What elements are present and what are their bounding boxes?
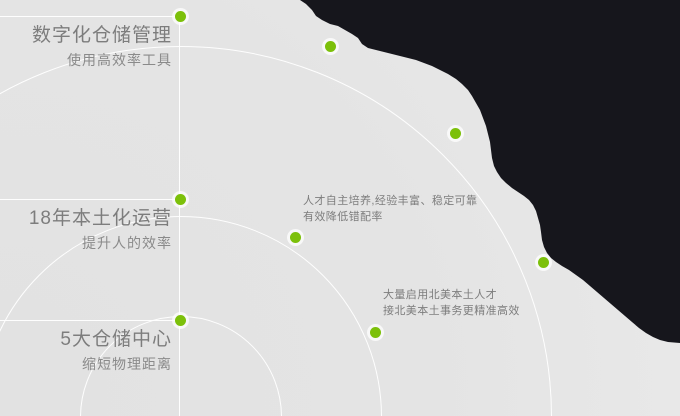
node-arc3-right[interactable]: [537, 256, 549, 268]
node-top-axis[interactable]: [174, 10, 186, 22]
divider-line-top: [0, 16, 180, 17]
node-arc2-low[interactable]: [369, 326, 381, 338]
stat-subtitle: 提升人的效率: [82, 235, 172, 251]
note-line-2: 有效降低错配率: [303, 211, 383, 223]
node-mid-axis[interactable]: [174, 193, 186, 205]
node-arc1-mid[interactable]: [289, 231, 301, 243]
note-line-2: 接北美本土事务更精准高效: [383, 305, 520, 317]
stat-block-digital-warehouse: 数字化仓储管理 使用高效率工具: [0, 23, 172, 71]
node-low-axis[interactable]: [174, 314, 186, 326]
stat-title: 数字化仓储管理: [31, 25, 172, 46]
note-line-1: 人才自主培养,经验丰富、稳定可靠: [303, 195, 478, 207]
stat-block-warehouse-centers: 5大仓储中心 缩短物理距离: [0, 327, 172, 375]
stat-subtitle: 使用高效率工具: [67, 52, 172, 68]
node-arc2-upper[interactable]: [449, 127, 461, 139]
stat-title: 5大仓储中心: [60, 329, 172, 350]
note-local-talent: 大量启用北美本土人才 接北美本土事务更精准高效: [383, 287, 520, 319]
divider-line-middle: [0, 199, 180, 200]
stat-block-localized-operation: 18年本土化运营 提升人的效率: [0, 206, 172, 254]
divider-line-bottom: [0, 320, 180, 321]
node-arc1-upper[interactable]: [324, 40, 336, 52]
axis-vertical-line: [179, 10, 180, 416]
note-line-1: 大量启用北美本土人才: [383, 289, 497, 301]
stat-subtitle: 缩短物理距离: [82, 356, 172, 372]
note-talent-cultivation: 人才自主培养,经验丰富、稳定可靠 有效降低错配率: [303, 193, 477, 225]
stat-title: 18年本土化运营: [28, 208, 172, 229]
